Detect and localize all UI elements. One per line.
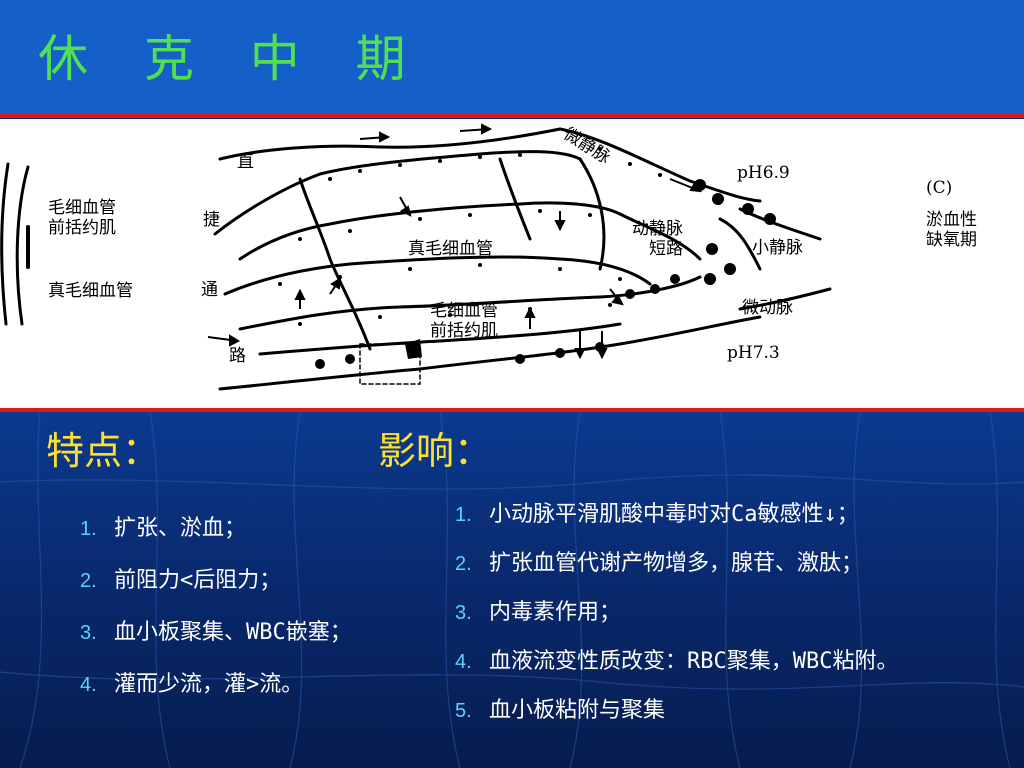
label-direct-3: 通 — [201, 280, 218, 300]
bottom-divider — [0, 408, 1024, 412]
list-item: 3. 内毒素作用； — [455, 594, 898, 643]
label-stage-desc: 淤血性 缺氧期 — [926, 210, 977, 250]
effects-title: 影响： — [378, 429, 493, 473]
list-item: 5. 血小板粘附与聚集 — [455, 692, 898, 741]
list-text: 扩张血管代谢产物增多，腺苷、激肽； — [489, 551, 864, 576]
list-number: 3. — [455, 602, 472, 624]
top-divider — [0, 114, 1024, 118]
microcirculation-diagram: 毛细血管 前括约肌 真毛细血管 直 捷 通 路 微静脉 pH6.9 (C) 淤血… — [0, 119, 1024, 408]
list-number: 4. — [455, 651, 472, 673]
list-number: 2. — [455, 553, 472, 575]
label-av-shunt: 动静脉 短路 — [632, 219, 683, 259]
diagram-drawing — [0, 123, 832, 391]
list-item: 1. 小动脉平滑肌酸中毒时对Ca敏感性↓； — [455, 496, 898, 545]
list-text: 血小板聚集、WBC嵌塞； — [114, 620, 352, 645]
list-number: 1. — [80, 518, 97, 540]
list-text: 灌而少流，灌>流。 — [114, 672, 304, 697]
list-number: 1. — [455, 504, 472, 526]
list-number: 2. — [80, 570, 97, 592]
list-item: 2. 扩张血管代谢产物增多，腺苷、激肽； — [455, 545, 898, 594]
list-text: 血小板粘附与聚集 — [489, 698, 666, 723]
list-text: 前阻力<后阻力； — [114, 568, 282, 593]
list-item: 4. 灌而少流，灌>流。 — [80, 666, 352, 718]
list-item: 2. 前阻力<后阻力； — [80, 562, 352, 614]
label-true-capillary-left: 真毛细血管 — [48, 281, 133, 301]
features-list: 1. 扩张、淤血； 2. 前阻力<后阻力； 3. 血小板聚集、WBC嵌塞； 4. 灌而少… — [80, 510, 352, 718]
features-title: 特点： — [46, 429, 161, 473]
list-number: 4. — [80, 674, 97, 696]
list-text: 扩张、淤血； — [114, 516, 247, 541]
label-true-capillary-center: 真毛细血管 — [408, 239, 493, 259]
list-item: 4. 血液流变性质改变：RBC聚集，WBC粘附。 — [455, 643, 898, 692]
label-direct-4: 路 — [229, 346, 246, 366]
list-item: 1. 扩张、淤血； — [80, 510, 352, 562]
label-direct-1: 直 — [237, 152, 254, 172]
label-ph-top: pH6.9 — [737, 163, 790, 183]
list-text: 血液流变性质改变：RBC聚集，WBC粘附。 — [489, 649, 899, 674]
label-direct-2: 捷 — [203, 210, 220, 230]
list-number: 3. — [80, 622, 97, 644]
slide-title: 休 克 中 期 — [38, 30, 426, 88]
label-stage: (C) — [926, 178, 953, 198]
effects-list: 1. 小动脉平滑肌酸中毒时对Ca敏感性↓； 2. 扩张血管代谢产物增多，腺苷、激肽；… — [455, 496, 898, 741]
list-text: 内毒素作用； — [489, 600, 622, 625]
content-panel: 特点： 影响： 1. 扩张、淤血； 2. 前阻力<后阻力； 3. 血小板聚集、WBC嵌… — [0, 412, 1024, 768]
background-curves — [0, 412, 1024, 768]
label-precap-sphincter-center: 毛细血管 前括约肌 — [430, 301, 498, 341]
list-text: 小动脉平滑肌酸中毒时对Ca敏感性↓； — [489, 502, 859, 527]
label-small-vein: 小静脉 — [752, 238, 803, 258]
slide-header: 休 克 中 期 — [0, 0, 1024, 114]
label-micro-arteriole: 微动脉 — [742, 298, 793, 318]
label-precap-sphincter-left: 毛细血管 前括约肌 — [48, 198, 116, 238]
list-number: 5. — [455, 700, 472, 722]
label-ph-bottom: pH7.3 — [727, 343, 780, 363]
list-item: 3. 血小板聚集、WBC嵌塞； — [80, 614, 352, 666]
